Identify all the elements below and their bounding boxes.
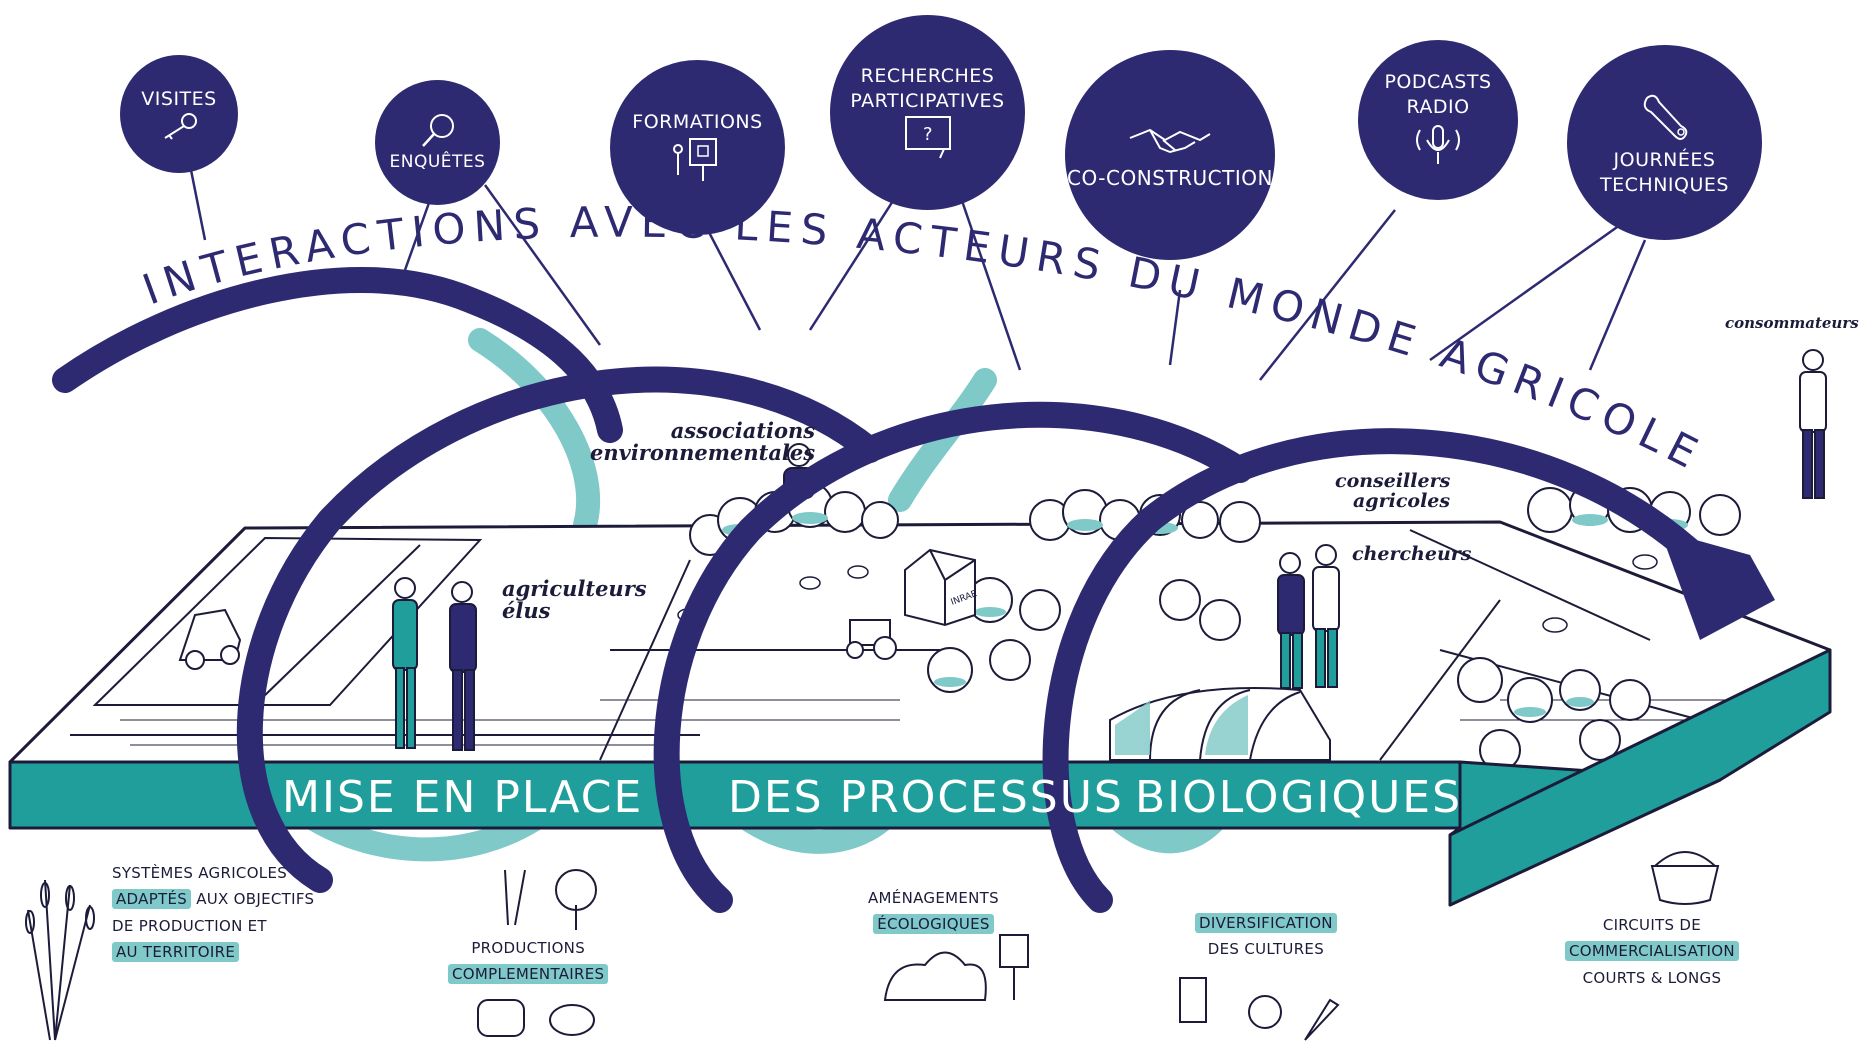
band-word-3: BIOLOGIQUES (1135, 772, 1463, 823)
productions-line-2-segment-1: COMPLEMENTAIRES (448, 964, 609, 985)
bubble-recherches-line-2: PARTICIPATIVES (850, 89, 1005, 112)
bubble-recherches: RECHERCHES PARTICIPATIVES ? (830, 15, 1025, 210)
bubble-podcasts-line-2: RADIO (1406, 96, 1470, 118)
bubble-journees: JOURNÉES TECHNIQUES (1567, 45, 1762, 240)
inrae-building (904, 548, 976, 627)
systemes-line-4-segment-1: AU TERRITOIRE (112, 941, 240, 962)
amenagements-line-2-segment-1: ÉCOLOGIQUES (873, 914, 994, 935)
amenagements-line-1-segment-1: AMÉNAGEMENTS (868, 889, 999, 907)
bubble-visites-line-1: VISITES (141, 87, 217, 110)
productions-line-2: COMPLEMENTAIRES (448, 961, 609, 987)
actor-agriculteurs-line-2: élus (502, 598, 551, 624)
microphone-icon (1416, 124, 1460, 164)
systemes-line-3-segment-1: DE PRODUCTION ET (112, 916, 267, 935)
productions-line-1: PRODUCTIONS (448, 935, 608, 961)
outcome-circuits: CIRCUITS DE COMMERCIALISATION COURTS & LON… (1565, 912, 1739, 991)
bubble-recherches-line-1: RECHERCHES (860, 64, 995, 87)
bubble-coconstruction: CO-CONSTRUCTION (1065, 50, 1275, 260)
outcome-systemes: SYSTÈMES AGRICOLES ADAPTÉS AUX OBJECTIFS D… (112, 860, 314, 965)
greenhouse-teal (1115, 695, 1248, 755)
systemes-line-3: DE PRODUCTION ET (112, 913, 314, 939)
actor-consommateurs: consommateurs (1725, 314, 1859, 332)
circuits-line-2: COMMERCIALISATION (1565, 938, 1739, 964)
key-icon (164, 113, 197, 140)
circuits-line-1: CIRCUITS DE (1565, 912, 1739, 938)
bubble-formations: FORMATIONS (610, 60, 785, 235)
circuits-line-3-segment-1: COURTS & LONGS (1582, 968, 1722, 987)
systemes-line-2-segment-1: ADAPTÉS (112, 889, 192, 910)
systemes-line-2: ADAPTÉS AUX OBJECTIFS (112, 886, 314, 912)
systemes-line-2-segment-2: AUX OBJECTIFS (191, 890, 315, 909)
car (178, 608, 242, 670)
actor-agriculteurs: agriculteurs élus (502, 576, 647, 624)
tractor (846, 619, 897, 660)
systemes-line-1: SYSTÈMES AGRICOLES (112, 860, 314, 886)
outcome-productions: PRODUCTIONS COMPLEMENTAIRES (448, 935, 609, 988)
bubble-journees-line-1: JOURNÉES (1613, 148, 1716, 171)
actor-chercheurs: chercheurs (1352, 543, 1472, 565)
animals (677, 554, 1658, 633)
actor-conseillers: conseillers agricoles (1335, 470, 1451, 512)
loop-arrowhead (1660, 530, 1775, 640)
loop-front-strokes (52, 266, 1713, 913)
actor-associations-line-1: associations (670, 418, 816, 443)
svg-text:?: ? (922, 124, 932, 145)
diversification-line-1-segment-1: DIVERSIFICATION (1195, 913, 1337, 933)
bubble-connectors (188, 164, 1647, 381)
question-screen-icon: ? (904, 116, 951, 159)
magnifier-icon (421, 114, 454, 148)
diversification-line-1: DIVERSIFICATION (1195, 910, 1337, 936)
productions-line-1-segment-1: PRODUCTIONS (471, 939, 586, 957)
systemes-line-1-segment-1: SYSTÈMES AGRICOLES (112, 864, 288, 882)
amenagements-line-1: AMÉNAGEMENTS (868, 885, 999, 911)
handshake-icon (1129, 128, 1211, 153)
front-band-arrow-right (1448, 648, 1832, 907)
advisor-person (1277, 552, 1305, 689)
bubble-formations-line-1: FORMATIONS (632, 111, 763, 134)
actor-conseillers-line-2: agricoles (1353, 489, 1451, 512)
wrench-icon (1643, 94, 1687, 140)
elected-person (449, 581, 477, 751)
diversification-line-2: DES CULTURES (1195, 936, 1337, 962)
amenagements-line-2: ÉCOLOGIQUES (868, 911, 999, 937)
bubble-visites: VISITES (120, 55, 238, 173)
band-word-2: DES PROCESSUS (728, 772, 1124, 823)
actor-conseillers-line-1: conseillers (1335, 470, 1451, 492)
presentation-board-icon (672, 137, 717, 181)
outcome-amenagements: AMÉNAGEMENTS ÉCOLOGIQUES (868, 885, 999, 938)
actor-consommateurs-line-1: consommateurs (1725, 314, 1859, 332)
circuits-line-2-segment-1: COMMERCIALISATION (1565, 941, 1739, 962)
bubble-enquetes-line-1: ENQUÊTES (389, 152, 486, 173)
actor-agriculteurs-line-1: agriculteurs (502, 576, 647, 601)
actor-associations-line-2: environnementales (590, 440, 816, 466)
farmer-person (392, 577, 418, 749)
actor-associations: associations environnementales (590, 418, 816, 466)
bubble-enquetes: ENQUÊTES (375, 80, 500, 205)
researcher-person (1312, 544, 1340, 688)
outcome-diversification: DIVERSIFICATION DES CULTURES (1195, 910, 1337, 963)
bubble-coconstruction-line-1: CO-CONSTRUCTION (1067, 165, 1273, 190)
diversification-line-2-segment-1: DES CULTURES (1207, 940, 1325, 959)
bubble-journees-line-2: TECHNIQUES (1600, 173, 1729, 196)
circuits-line-3: COURTS & LONGS (1565, 965, 1739, 991)
systemes-line-4: AU TERRITOIRE (112, 939, 314, 965)
circuits-line-1-segment-1: CIRCUITS DE (1602, 916, 1702, 934)
band-word-1: MISE EN PLACE (282, 772, 644, 823)
consumer-person (1799, 349, 1827, 499)
bubble-podcasts-line-1: PODCASTS (1384, 71, 1492, 94)
actor-chercheurs-line-1: chercheurs (1352, 543, 1472, 565)
bubble-podcasts: PODCASTS RADIO (1358, 40, 1518, 200)
